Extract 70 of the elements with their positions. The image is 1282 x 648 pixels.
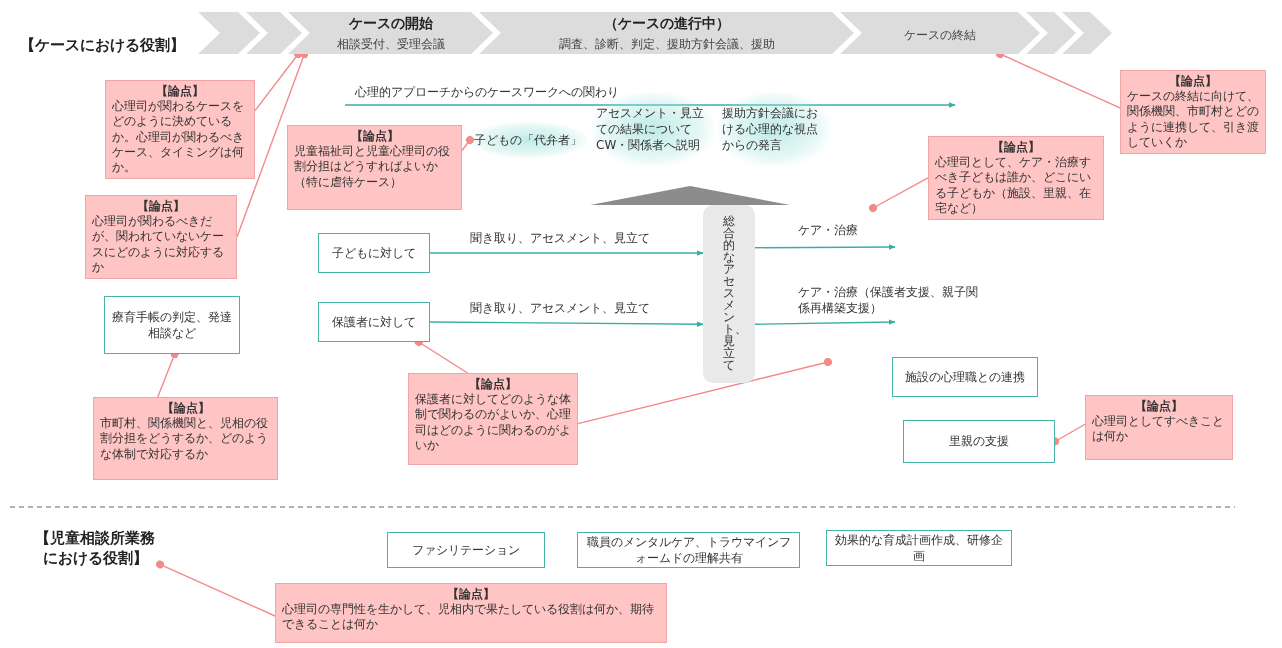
arrow: [754, 319, 896, 325]
issue-heading: 【論点】: [1134, 399, 1184, 415]
arrow-label: 心理的アプローチからのケースワークへの関わり: [355, 84, 619, 101]
leader-line: [869, 177, 929, 212]
role-text: 施設の心理職との連携: [905, 368, 1025, 386]
stage-title: （ケースの進行中）: [603, 14, 730, 33]
pointer-triangle: [590, 186, 790, 205]
issue-heading: 【論点】: [155, 84, 205, 100]
issue-heading: 【論点】: [991, 140, 1041, 156]
issue-callout: [1085, 395, 1233, 460]
stage-panel: [198, 12, 260, 54]
issue-heading: 【論点】: [468, 377, 518, 393]
issue-text: 心理司が関わるべきだが、関われていないケースにどのように対応するか: [92, 214, 225, 275]
stage-subtitle: ケースの終結: [904, 27, 976, 43]
role-box: [892, 357, 1038, 397]
assessment-box: [703, 205, 755, 383]
edge-label: ケア・治療: [798, 222, 858, 239]
issue-callout: [287, 125, 462, 210]
role-box: [318, 302, 430, 342]
edge-label: 聞き取り、アセスメント、見立て: [470, 230, 650, 247]
stage-subtitle: 相談受付、受理会議: [336, 36, 445, 52]
role-text: 子どもに対して: [332, 244, 416, 262]
issue-text: 心理司の専門性を生かして、児相内で果たしている役割は何か、期待できることは何か: [282, 602, 655, 633]
role-text: 職員のメンタルケア、トラウマインフォームドの理解共有: [585, 533, 792, 567]
issue-callout: [275, 583, 667, 643]
leader-line: [577, 358, 832, 425]
issue-text: 市町村、関係機関と、児相の役割分担をどうするか、どのような体制で対応するか: [100, 416, 269, 462]
heading-text: 【児童相談所業務における役割】: [35, 529, 155, 568]
issue-callout: [928, 136, 1104, 220]
role-box: [387, 532, 545, 568]
issue-callout: [408, 373, 578, 465]
issue-heading: 【論点】: [349, 129, 400, 145]
bubble-text: 子どもの「代弁者」: [474, 131, 582, 149]
stage-panel: [1026, 12, 1076, 54]
leader-line: [461, 136, 474, 152]
role-text: 効果的な育成計画作成、研修企画: [834, 531, 1004, 565]
stage-title: ケースの開始: [348, 14, 433, 33]
bubble-text: アセスメント・見立ての結果についてCW・関係者へ説明: [596, 104, 705, 154]
issue-text: ケースの終結に向けて、関係機関、市町村とどのように連携して、引き渡していくか: [1127, 89, 1259, 150]
stage-panel: [246, 12, 302, 54]
bubble-text: 援助方針会議における心理的な視点からの発言: [722, 104, 819, 154]
issue-heading: 【論点】: [136, 199, 186, 215]
issue-text: 心理司としてすべきことは何か: [1092, 414, 1225, 445]
issue-callout: [105, 80, 255, 180]
stage-panel: [1062, 12, 1112, 54]
issue-text: 保護者に対してどのような体制で関わるのがよいか、心理司はどのように関わるのがよいか: [415, 392, 571, 453]
role-box: [318, 233, 430, 273]
arrow: [754, 244, 896, 250]
issue-heading: 【論点】: [1168, 74, 1218, 90]
role-box: [903, 420, 1055, 463]
stage-panel: [479, 12, 854, 54]
issue-text: 児童福祉司と児童心理司の役割分担はどうすればよいか（特に虐待ケース）: [294, 144, 451, 190]
role-text: ファシリテーション: [412, 541, 520, 559]
role-text: 里親の支援: [949, 433, 1009, 450]
issue-callout: [93, 397, 278, 480]
issue-callout: [85, 195, 237, 279]
section-heading: 【ケースにおける役割】: [20, 36, 185, 55]
edge-label: 聞き取り、アセスメント、見立て: [470, 300, 650, 317]
issue-heading: 【論点】: [160, 401, 211, 417]
arrow: [429, 321, 704, 327]
arrow: [429, 250, 704, 256]
role-text: 保護者に対して: [332, 313, 416, 331]
role-text: 療育手帳の判定、発達相談など: [111, 308, 233, 342]
issue-callout: [1120, 70, 1266, 154]
issue-text: 心理司が関わるケースをどのように決めているか。心理司が関わるべきケース、タイミングは何か。: [112, 99, 245, 176]
role-box: [104, 296, 240, 354]
issue-heading: 【論点】: [446, 587, 496, 603]
issue-text: 心理司として、ケア・治療すべき子どもは誰か、どこにいる子どもか（施設、里親、在宅など）: [935, 155, 1092, 216]
stage-subtitle: 調査、診断、判定、援助方針会議、援助: [558, 36, 775, 52]
leader-line: [156, 560, 276, 617]
